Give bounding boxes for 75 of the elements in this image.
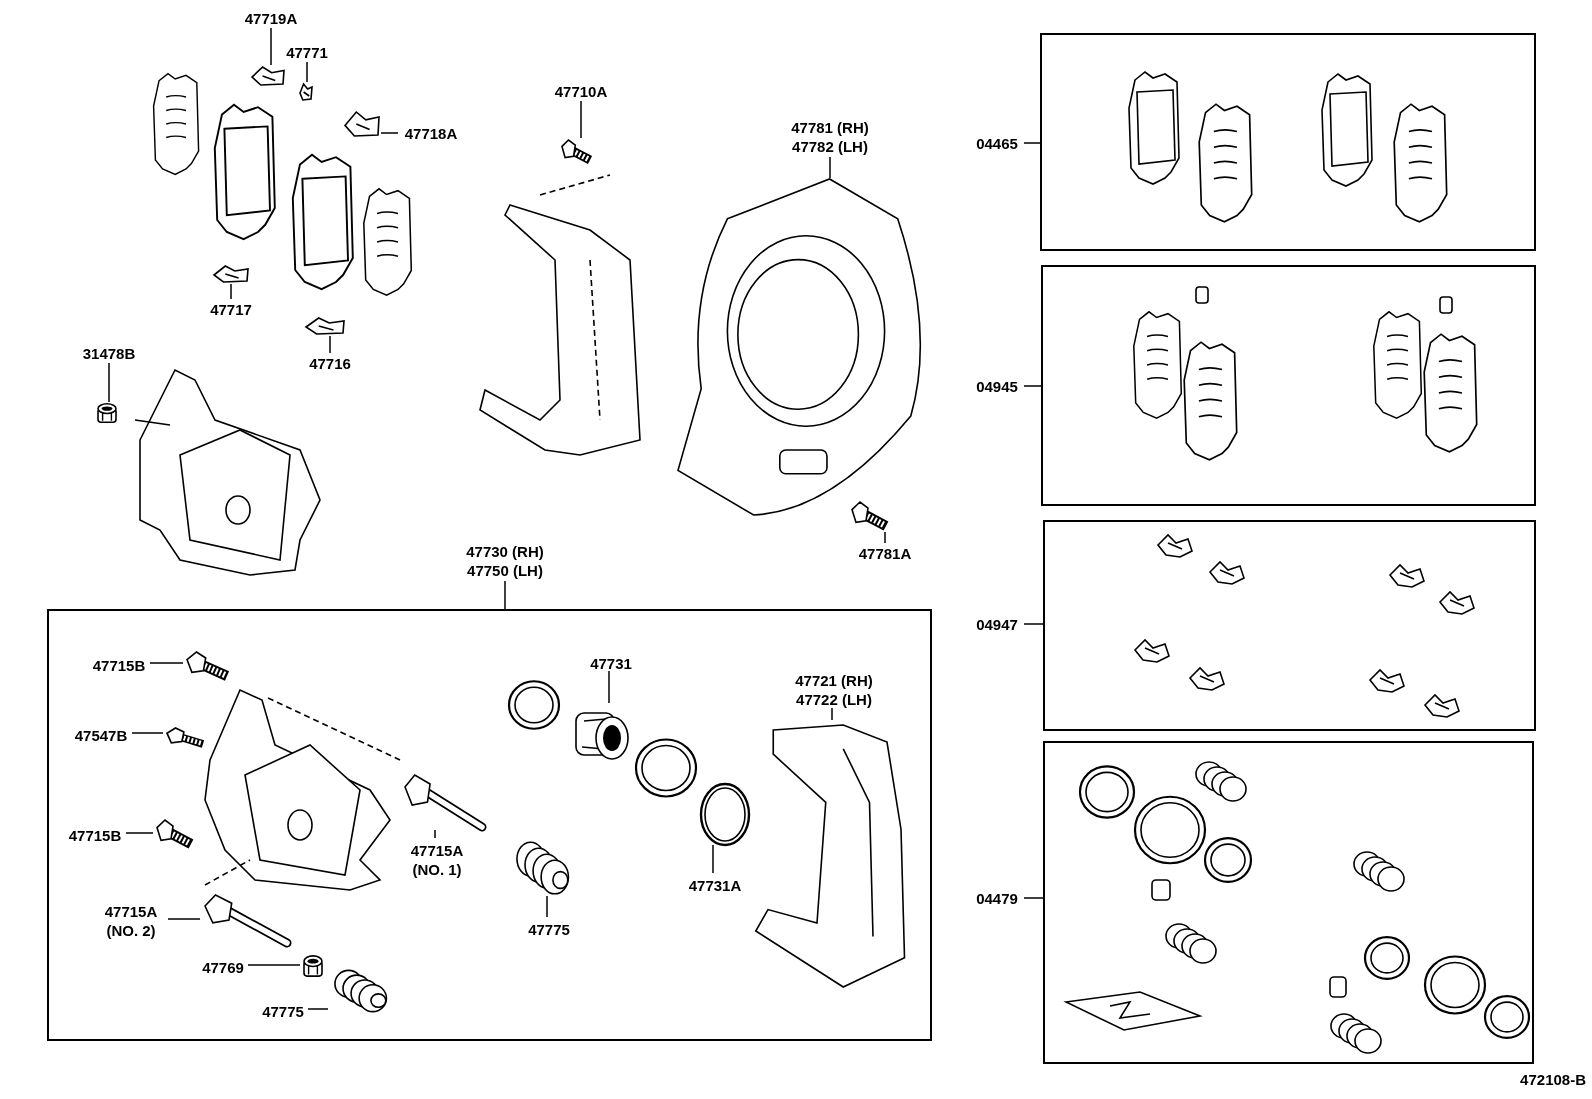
bushing-drawing bbox=[96, 402, 118, 424]
part-number: 47731 bbox=[590, 653, 632, 673]
slide-pin-drawing bbox=[402, 772, 487, 832]
leader-line bbox=[167, 918, 201, 920]
bushing-drawing bbox=[302, 954, 324, 978]
part-number: 47715A bbox=[104, 902, 158, 921]
leader-line bbox=[1023, 385, 1042, 387]
part-number: 47781 (RH) bbox=[791, 118, 869, 137]
clip-drawing bbox=[304, 316, 346, 336]
leader-line bbox=[884, 531, 886, 544]
leader-line bbox=[1023, 897, 1044, 899]
clip-drawing bbox=[250, 65, 286, 87]
leader-line bbox=[131, 732, 164, 734]
clip-drawing bbox=[343, 110, 381, 138]
leader-line bbox=[831, 707, 833, 721]
part-number: 04947 bbox=[976, 614, 1018, 634]
part-number: 47730 (RH) bbox=[466, 542, 544, 561]
leader-line bbox=[712, 844, 714, 874]
part-number: 47769 bbox=[202, 957, 244, 977]
part-number: 47719A bbox=[244, 8, 298, 28]
leader-line bbox=[270, 27, 272, 66]
part-number: 47771 bbox=[286, 42, 328, 62]
part-number: 47731A bbox=[688, 875, 742, 895]
leader-line bbox=[546, 895, 548, 918]
leader-line bbox=[608, 670, 610, 704]
part-number: (NO. 1) bbox=[412, 860, 462, 879]
leader-line bbox=[307, 1008, 329, 1010]
bolt-drawing bbox=[185, 650, 231, 682]
leader-line bbox=[580, 100, 582, 139]
bolt-drawing bbox=[155, 818, 195, 850]
leader-line bbox=[306, 61, 308, 83]
part-number: 47775 bbox=[262, 1001, 304, 1021]
part-number: 47715A bbox=[410, 841, 464, 860]
clip-drawing bbox=[298, 82, 314, 102]
part-number: 31478B bbox=[82, 343, 136, 363]
bolt-drawing bbox=[560, 138, 594, 166]
leader-line bbox=[149, 662, 184, 664]
bolt-drawing bbox=[165, 726, 207, 750]
part-number: 47782 (LH) bbox=[792, 137, 868, 156]
part-number: 47547B bbox=[74, 725, 128, 745]
leader-line bbox=[1023, 142, 1041, 144]
part-number: 47775 bbox=[528, 919, 570, 939]
leader-line bbox=[434, 829, 436, 839]
leader-line bbox=[1023, 623, 1044, 625]
kit-frame bbox=[1041, 265, 1536, 506]
part-number: 47717 bbox=[210, 299, 252, 319]
part-number: 04945 bbox=[976, 376, 1018, 396]
part-number: 47721 (RH) bbox=[795, 671, 873, 690]
leader-line bbox=[230, 283, 232, 300]
part-number: 04479 bbox=[976, 888, 1018, 908]
part-number: 04465 bbox=[976, 133, 1018, 153]
part-number: (NO. 2) bbox=[106, 921, 156, 940]
part-number: 47781A bbox=[858, 543, 912, 563]
part-number: 47715B bbox=[92, 655, 146, 675]
part-number: 47710A bbox=[554, 81, 608, 101]
part-number: 47750 (LH) bbox=[467, 561, 543, 580]
clip-drawing bbox=[212, 264, 250, 284]
leader-line bbox=[380, 132, 399, 134]
slide-pin-drawing bbox=[202, 892, 292, 948]
part-number: 47715B bbox=[68, 825, 122, 845]
diagram-number: 472108-B bbox=[1520, 1069, 1586, 1090]
leader-line bbox=[247, 964, 301, 966]
part-number: 47722 (LH) bbox=[796, 690, 872, 709]
leader-line bbox=[329, 335, 331, 354]
bolt-drawing bbox=[850, 500, 890, 532]
leader-line bbox=[504, 580, 506, 610]
kit-frame bbox=[1043, 520, 1536, 731]
leader-line bbox=[829, 156, 831, 179]
ring-drawing bbox=[699, 782, 751, 847]
assembly-frame bbox=[47, 609, 932, 1041]
leader-line bbox=[108, 362, 110, 403]
part-number: 47718A bbox=[404, 123, 458, 143]
kit-frame bbox=[1040, 33, 1536, 251]
leader-line bbox=[125, 832, 154, 834]
part-number: 47716 bbox=[309, 353, 351, 373]
